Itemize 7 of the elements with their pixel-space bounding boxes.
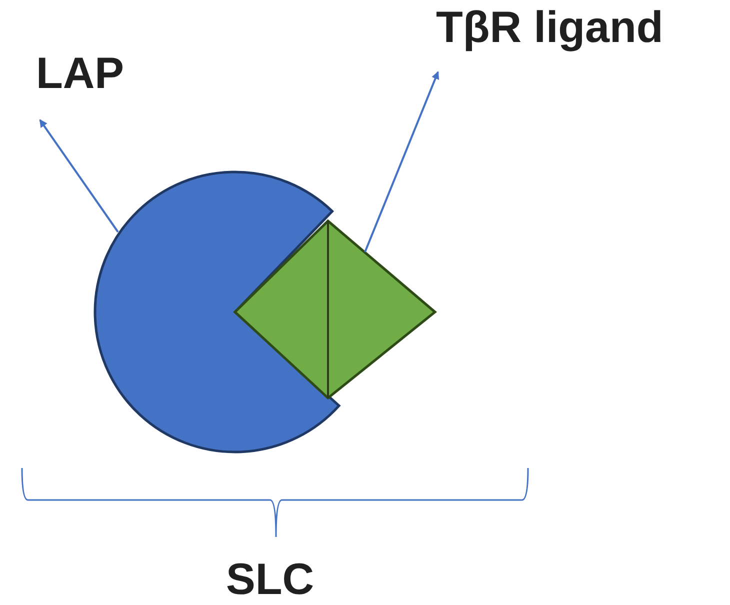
bracket-label: SLC (226, 558, 314, 602)
pacman-shape (94, 170, 340, 453)
arrow (364, 71, 440, 252)
diamond-shape (233, 219, 437, 400)
arrow (39, 119, 119, 233)
label-text: TβR ligand (436, 6, 664, 72)
label-text: LAP (36, 52, 124, 120)
